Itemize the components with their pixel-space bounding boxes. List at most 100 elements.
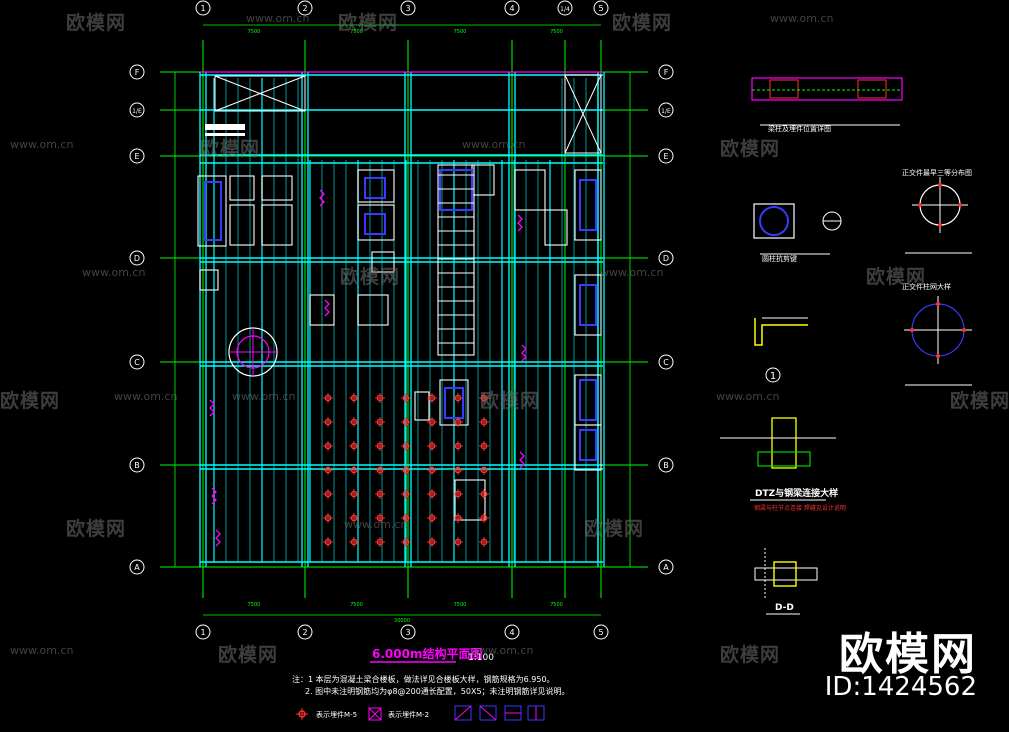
section-symbol (209, 399, 215, 417)
column-box (261, 175, 293, 201)
column-box (229, 175, 255, 201)
opening-box (214, 75, 306, 112)
axis-bubble-label: B (663, 461, 669, 470)
section-symbol (324, 299, 330, 317)
detail-5-title: DTZ与钢梁连接大样 (755, 487, 838, 499)
watermark: 欧模网 (866, 266, 927, 288)
axis-bubble (504, 624, 520, 640)
watermark-url: www.om.cn (462, 138, 526, 151)
watermark: 欧模网 (612, 12, 673, 34)
detail-6-title: D-D (775, 603, 794, 613)
legend-embed-m2: 表示埋件M-2 (368, 707, 429, 721)
watermark-url: www.om.cn (232, 390, 296, 403)
column-box (414, 391, 430, 421)
axis-bubble (658, 250, 674, 266)
stair-opening (564, 74, 602, 154)
total-dimension-label: 30000 (394, 618, 410, 624)
axis-bubble (593, 624, 609, 640)
watermark-url: www.om.cn (10, 644, 74, 657)
axis-bubble-label: 1/E (661, 108, 671, 115)
watermark: 欧模网 (0, 390, 61, 412)
axis-bubble (400, 0, 416, 16)
axis-bubble-label: E (134, 152, 139, 161)
detail-5-subtitle: 钢梁与柱节点连接 焊缝见设计说明 (754, 504, 846, 512)
structural-symbols (197, 164, 602, 547)
steel-column (444, 387, 464, 419)
steel-column (364, 213, 386, 235)
legend-label-m2: 表示埋件M-2 (388, 710, 429, 719)
axis-bubble (297, 624, 313, 640)
callout-connection (754, 318, 808, 346)
watermark-url: www.om.cn (114, 390, 178, 403)
plan-scale: 1:100 (468, 653, 494, 663)
span-label: 7500 (550, 602, 563, 608)
watermark: 欧模网 (720, 138, 781, 160)
span-label: 7500 (454, 602, 467, 608)
watermark-url: www.om.cn (344, 518, 408, 531)
section-symbol (319, 189, 325, 207)
axis-bubble (129, 457, 145, 473)
watermark: 欧模网 (66, 518, 127, 540)
steel-column (204, 181, 222, 241)
axis-bubble (557, 0, 573, 16)
legend-label-m5: 表示埋件M-5 (316, 710, 357, 719)
axis-bubble (129, 64, 145, 80)
span-label: 7500 (350, 29, 363, 35)
detail-bolt (958, 203, 962, 207)
detail-bolt (962, 328, 966, 332)
watermark-url: www.om.cn (470, 644, 534, 657)
column-box (514, 169, 546, 211)
watermark-url: www.om.cn (82, 266, 146, 279)
detail-bolt (936, 302, 940, 306)
axis-bubble-label: 3 (405, 4, 410, 13)
column-box (371, 251, 395, 273)
axis-bubble (658, 354, 674, 370)
watermark-url: www.om.cn (246, 12, 310, 25)
axis-bubble (297, 0, 313, 16)
detail-6-column (773, 561, 797, 587)
column-box (574, 424, 602, 471)
axis-bubble-label: D (134, 254, 140, 263)
span-label: 7500 (248, 602, 261, 608)
column-box (439, 379, 469, 426)
axis-bubble (129, 148, 145, 164)
watermark-url: www.om.cn (600, 266, 664, 279)
axis-bubble-label: E (663, 152, 668, 161)
axis-bubble-label: D (663, 254, 669, 263)
axis-bubble-label: C (663, 358, 669, 367)
detail-2-box (753, 203, 795, 239)
detail-1-embed (857, 79, 887, 99)
column-box (197, 175, 227, 247)
watermark: 欧模网 (950, 390, 1009, 412)
axis-bubble-label: 5 (598, 628, 603, 637)
brand-logo: 欧模网 (839, 629, 977, 680)
axis-bubble-label: A (663, 563, 669, 572)
detail-5-column (771, 417, 797, 469)
axis-bubble-label: 4 (509, 4, 514, 13)
column-box (229, 204, 255, 246)
watermark: 欧模网 (584, 518, 645, 540)
brand-id: ID:1424562 (824, 672, 977, 702)
column-box (357, 294, 389, 326)
axis-bubble-label: 1/E (132, 108, 142, 115)
section-symbol (517, 214, 523, 232)
axis-bubble (129, 354, 145, 370)
column-box (437, 164, 475, 356)
white-bar (205, 124, 245, 130)
axis-bubble-label: F (135, 68, 140, 77)
column-box (357, 169, 395, 203)
note-1: 注：1 本层为混凝土梁合楼板，做法详见合楼板大样，钢筋规格为6.950。 (292, 674, 555, 684)
watermark: 欧模网 (480, 390, 541, 412)
callout-bubble (765, 367, 781, 383)
axis-bubble (593, 0, 609, 16)
legend-embed-m5: 表示埋件M-5 (296, 708, 357, 720)
span-label: 7500 (454, 29, 467, 35)
detail-bolt (910, 328, 914, 332)
axis-bubble-label: 1 (200, 628, 205, 637)
watermark: 欧模网 (720, 644, 781, 666)
span-label: 7500 (350, 602, 363, 608)
detail-2-round (759, 206, 789, 236)
axis-bubble-label: 2 (302, 628, 307, 637)
white-bar (205, 133, 245, 136)
